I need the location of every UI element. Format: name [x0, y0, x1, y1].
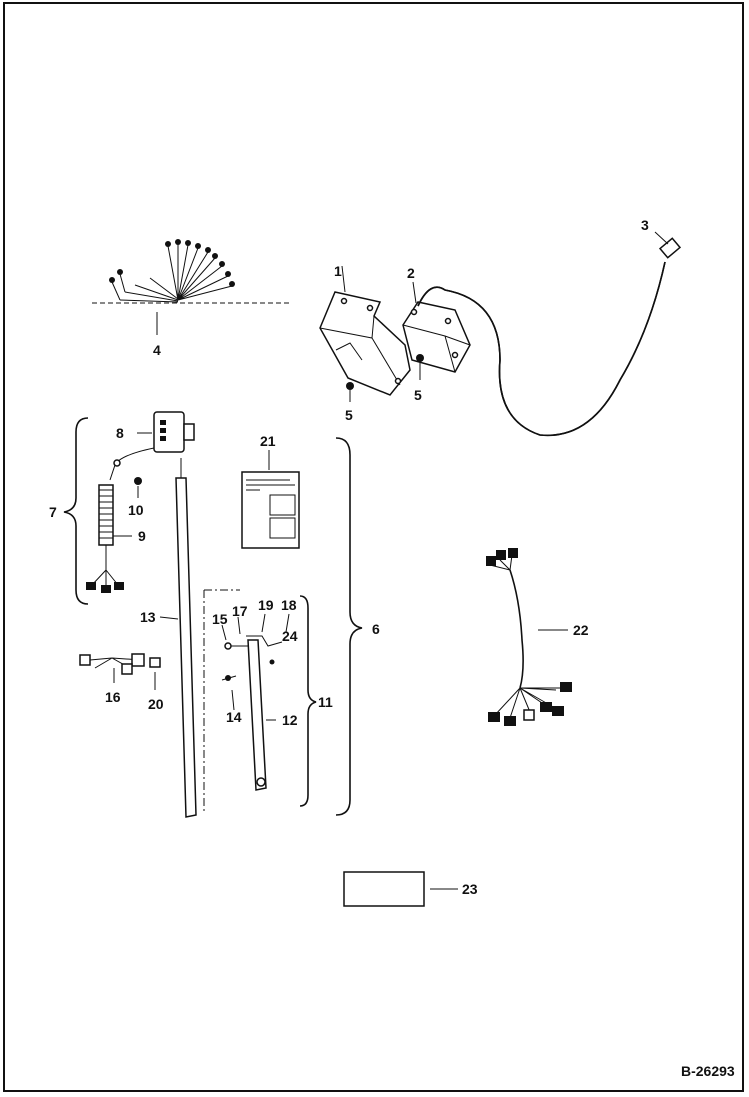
decal-sheet: [241, 450, 300, 549]
nuts: [346, 354, 424, 402]
brace-11: [299, 595, 317, 807]
cable-connector: [654, 231, 682, 259]
callout-18: 18: [281, 597, 297, 613]
drawing-number: B-26293: [681, 1063, 735, 1079]
callout-5a: 5: [345, 407, 353, 423]
callout-1: 1: [334, 263, 342, 279]
callout-23: 23: [462, 881, 478, 897]
manual-box: [343, 871, 458, 907]
brace-6: [335, 437, 363, 816]
callout-6: 6: [372, 621, 380, 637]
cap-nut: [134, 477, 142, 498]
control-module: [402, 261, 666, 437]
coil-cord: [86, 447, 155, 593]
callout-17: 17: [232, 603, 248, 619]
callout-2: 2: [407, 265, 415, 281]
callout-10: 10: [128, 502, 144, 518]
short-rod: [221, 613, 290, 791]
callout-11: 11: [318, 694, 333, 710]
callout-16: 16: [105, 689, 121, 705]
long-rod: [159, 458, 197, 818]
callout-13: 13: [140, 609, 156, 625]
drawing-frame: [3, 2, 744, 1092]
main-harness: [486, 548, 572, 726]
mounting-bracket: [319, 265, 411, 396]
callout-19: 19: [258, 597, 274, 613]
callout-3: 3: [641, 217, 649, 233]
callout-20: 20: [148, 696, 164, 712]
callout-15: 15: [212, 611, 228, 627]
dash-dot-outline: [203, 589, 240, 813]
callout-14: 14: [226, 709, 242, 725]
callout-21: 21: [260, 433, 276, 449]
small-clip: [149, 657, 161, 690]
callout-7: 7: [49, 504, 57, 520]
callout-5b: 5: [414, 387, 422, 403]
wire-harness-fan: [92, 239, 290, 335]
y-harness: [79, 653, 145, 683]
callout-8: 8: [116, 425, 124, 441]
callout-9: 9: [138, 528, 146, 544]
switch-unit: [137, 411, 195, 453]
brace-7: [63, 417, 89, 605]
callout-24: 24: [282, 628, 298, 644]
callout-22: 22: [573, 622, 589, 638]
callout-12: 12: [282, 712, 298, 728]
callout-4: 4: [153, 342, 161, 358]
